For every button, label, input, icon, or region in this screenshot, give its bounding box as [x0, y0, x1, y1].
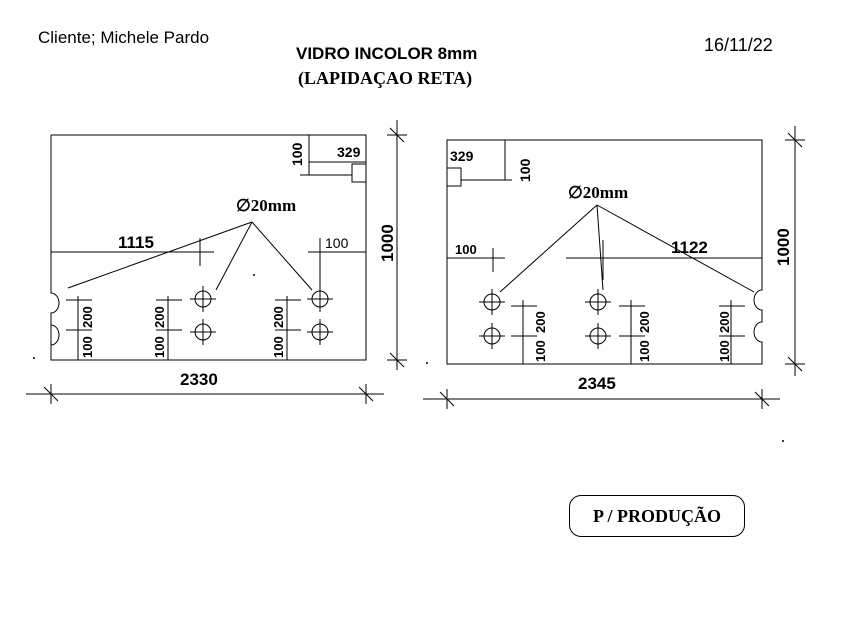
glass-spec-title: VIDRO INCOLOR 8mm [296, 44, 478, 63]
left-height-dimension: 1000 [378, 224, 397, 262]
left-edge-100-a: 100 [80, 336, 95, 358]
left-offset-dimension: 1115 [118, 233, 154, 252]
right-offset-dimension: 1122 [671, 238, 708, 257]
right-edge-200-c: 200 [717, 311, 732, 333]
right-hole-callout: ∅20mm [568, 183, 628, 202]
left-hole-callout: ∅20mm [236, 196, 296, 215]
right-edge-100-a: 100 [533, 340, 548, 362]
edge-finish-subtitle: (LAPIDAÇAO RETA) [298, 68, 473, 88]
left-edge-200-c: 200 [271, 306, 286, 328]
right-edge-200-a: 200 [533, 311, 548, 333]
left-notch [300, 135, 367, 183]
right-edge-100-b: 100 [637, 340, 652, 362]
left-drill-holes [190, 286, 333, 345]
left-edge-100-b: 100 [152, 336, 167, 358]
left-edge-200-b: 200 [152, 306, 167, 328]
left-edge-200-a: 200 [80, 306, 95, 328]
right-notch-width: 329 [450, 148, 474, 164]
right-notch-height: 100 [517, 158, 533, 182]
client-name: Cliente; Michele Pardo [38, 28, 210, 47]
drawing-date: 16/11/22 [704, 35, 773, 55]
right-height-dimension: 1000 [774, 228, 793, 266]
right-left-offset: 100 [455, 242, 477, 257]
right-drill-holes [479, 289, 611, 349]
right-edge-200-b: 200 [637, 311, 652, 333]
left-glass-panel [50, 134, 367, 361]
production-stamp: P / PRODUÇÃO [569, 495, 745, 537]
left-notch-width: 329 [337, 144, 361, 160]
right-edge-100-c: 100 [717, 340, 732, 362]
left-right-offset: 100 [325, 235, 349, 251]
left-width-dimension: 2330 [180, 370, 218, 389]
left-edge-100-c: 100 [271, 336, 286, 358]
left-notch-height: 100 [289, 142, 305, 166]
right-width-dimension: 2345 [578, 374, 616, 393]
right-notch [446, 140, 512, 187]
right-glass-panel [446, 139, 763, 365]
